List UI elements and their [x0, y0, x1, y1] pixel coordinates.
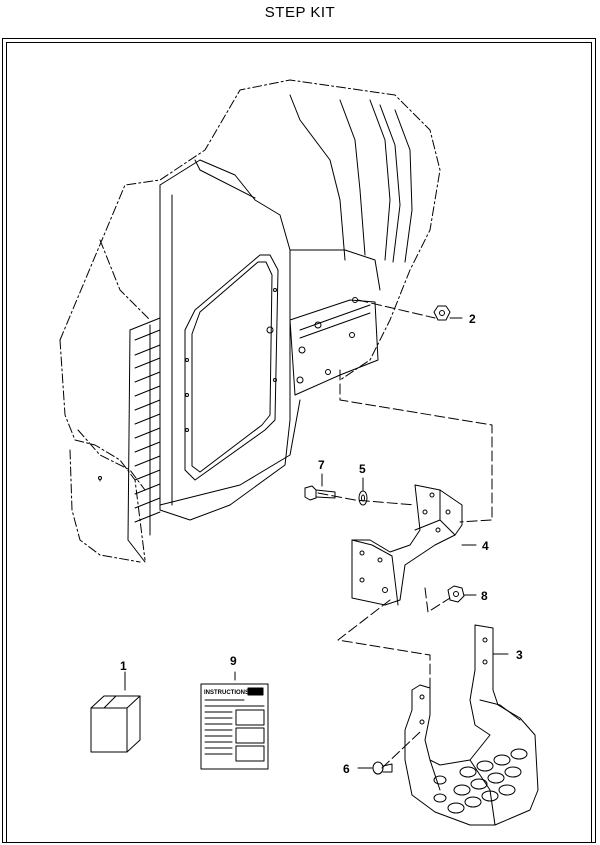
- diagram-inner-frame: [6, 42, 592, 842]
- callout-7: 7: [318, 458, 325, 472]
- grille-slats: [127, 317, 161, 563]
- part-7-bolt: [304, 473, 336, 501]
- callout-9: 9: [230, 654, 237, 668]
- callout-8: 8: [481, 589, 488, 603]
- diagram-frame: [2, 38, 596, 843]
- callout-1: 1: [120, 659, 127, 673]
- assembly-leader-lines: [317, 299, 493, 769]
- callout-2: 2: [469, 312, 476, 326]
- part-9-instructions: [200, 671, 269, 770]
- part-5-washer: [358, 477, 368, 506]
- callout-numbers: 1 2 3 4 5 6 7 8 9 INSTRUCTIONS: [120, 312, 523, 776]
- step-tread-rings: [433, 748, 528, 814]
- part-4-bracket: [351, 484, 477, 606]
- page-title: STEP KIT: [264, 4, 336, 21]
- callout-3: 3: [516, 648, 523, 662]
- machine-body-illustration: [59, 79, 441, 563]
- part-6-bolt: [357, 761, 393, 775]
- callout-5: 5: [359, 462, 366, 476]
- part-2-nut: [433, 305, 463, 321]
- instructions-label: INSTRUCTIONS: [204, 690, 249, 696]
- callout-6: 6: [343, 762, 350, 776]
- part-1-box: [90, 671, 141, 753]
- part-3-step: [404, 624, 539, 826]
- callout-4: 4: [482, 539, 489, 553]
- part-8-flange-nut: [447, 585, 477, 603]
